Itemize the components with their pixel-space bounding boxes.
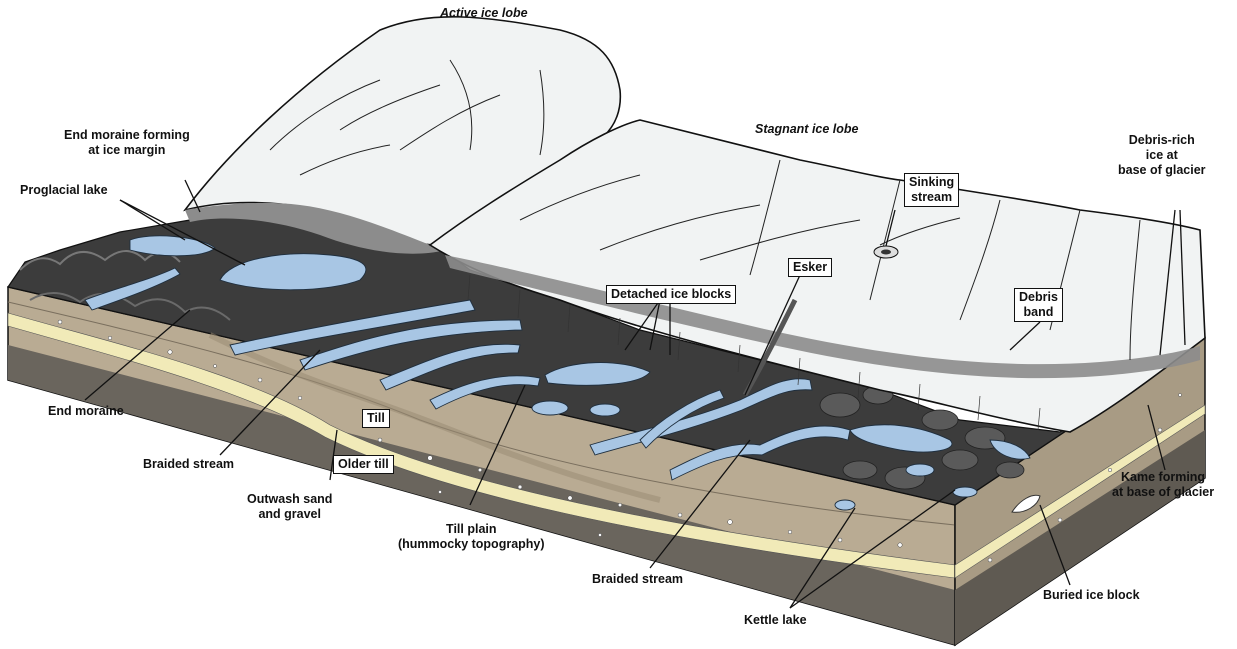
outwash-sand-gravel-label: Outwash sand and gravel [247, 492, 332, 522]
sinking-stream-label: Sinking stream [904, 173, 959, 207]
kame-forming-label: Kame forming at base of glacier [1112, 470, 1214, 500]
older-till-label: Older till [333, 455, 394, 474]
proglacial-lake-label: Proglacial lake [20, 183, 108, 198]
till-label: Till [362, 409, 390, 428]
stagnant-ice-lobe-label: Stagnant ice lobe [755, 122, 859, 137]
kettle-lake-label: Kettle lake [744, 613, 807, 628]
buried-ice-block-label: Buried ice block [1043, 588, 1140, 603]
active-ice-lobe-label: Active ice lobe [440, 6, 528, 21]
esker-label: Esker [788, 258, 832, 277]
braided-stream-left-label: Braided stream [143, 457, 234, 472]
braided-stream-right-label: Braided stream [592, 572, 683, 587]
debris-band-label: Debris band [1014, 288, 1063, 322]
till-plain-label: Till plain (hummocky topography) [398, 522, 545, 552]
debris-rich-ice-label: Debris-rich ice at base of glacier [1118, 133, 1206, 178]
end-moraine-label: End moraine [48, 404, 124, 419]
detached-ice-blocks-label: Detached ice blocks [606, 285, 736, 304]
end-moraine-forming-label: End moraine forming at ice margin [64, 128, 190, 158]
